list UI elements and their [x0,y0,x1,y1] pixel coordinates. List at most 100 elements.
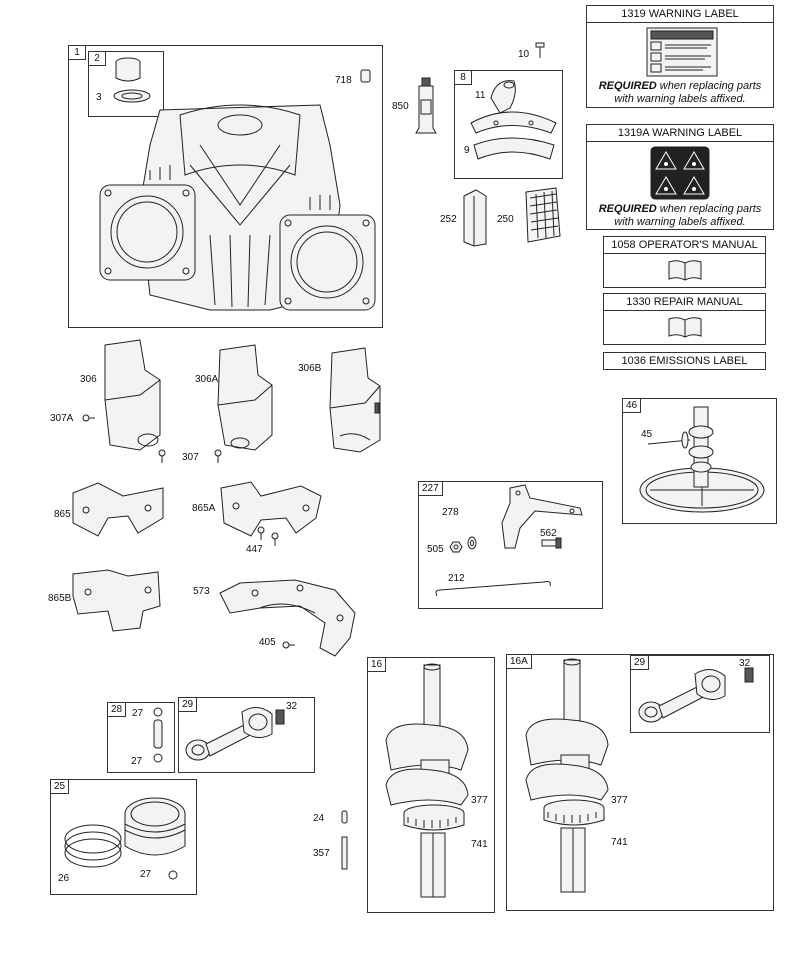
crankcase-illustration [99,104,376,311]
part-label-27-piston: 27 [140,869,152,880]
shield-306-illustration [104,339,161,451]
connecting-rod-illustration-left [185,707,285,761]
part-label-32-right: 32 [739,658,751,669]
part-label-865: 865 [54,509,71,520]
callout-tag: 227 [418,481,443,496]
part-label-306a: 306A [195,374,219,385]
crankcase-box: 1 [68,45,383,328]
warning-label-1319-box: 1319 WARNING LABEL REQUIRED when replaci… [586,5,774,108]
shield-306b-illustration [329,347,381,453]
part-label-26: 26 [58,873,70,884]
crankshaft-16a-illustration [525,658,609,893]
crankshaft-illustration [385,663,469,898]
part-label-405: 405 [259,637,276,648]
repair-manual-box: 1330 REPAIR MANUAL [603,293,766,345]
book-icon [668,317,702,338]
crankshaft-16a-box: 16A [506,654,774,911]
part-label-24: 24 [313,813,325,824]
part-label-357: 357 [313,848,330,859]
screw-562-illustration [541,537,562,549]
bushing-seal-box: 2 [88,51,164,117]
part-label-278: 278 [442,507,459,518]
warning-label-icon [646,27,718,77]
part-label-306: 306 [80,374,97,385]
bushing-illustration [113,57,151,103]
piston-rings-illustration [64,797,186,880]
part-label-505: 505 [427,544,444,555]
part-label-718: 718 [335,75,352,86]
part-label-27-bottom: 27 [131,756,143,767]
shroud-865-illustration [72,482,164,537]
connecting-rod-box-right: 29 [630,655,770,733]
piston-box: 25 [50,779,197,895]
part-label-377-right: 377 [611,795,628,806]
connecting-rod-illustration-right [638,667,754,723]
block-252-illustration [463,189,487,247]
shield-306a-illustration [217,344,273,451]
part-label-252: 252 [440,214,457,225]
repair-manual-title: 1330 REPAIR MANUAL [604,294,765,311]
callout-tag: 16A [506,654,532,669]
part-label-741-right: 741 [611,837,628,848]
baffle-573-illustration [219,579,356,657]
callout-tag: 29 [178,697,198,712]
part-label-447: 447 [246,544,263,555]
shroud-865a-illustration [220,481,322,537]
operators-manual-box: 1058 OPERATOR'S MANUAL [603,236,766,288]
governor-box: 227 [418,481,603,609]
part-label-307: 307 [182,452,199,463]
screw-307a-illustration [82,414,95,422]
key-357-illustration [341,836,348,870]
part-label-10: 10 [518,49,530,60]
part-label-377-left: 377 [471,795,488,806]
sealant-tube-illustration [415,77,437,134]
part-label-250: 250 [497,214,514,225]
screw-307-right-illustration [214,449,222,463]
callout-tag: 8 [454,70,472,85]
breather-illustration [470,80,557,160]
book-icon [668,260,702,281]
screw-10-illustration [535,42,545,58]
plug-718-illustration [360,69,371,83]
part-label-865b: 865B [48,593,72,604]
callout-tag: 46 [622,398,642,413]
part-label-3: 3 [96,92,102,103]
warning-label-1319-title: 1319 WARNING LABEL [587,6,773,23]
link-rod-212-illustration [435,581,551,597]
part-label-573: 573 [193,586,210,597]
screw-307-left-illustration [158,449,166,463]
shroud-865b-illustration [72,569,161,632]
key-24-illustration [341,810,348,824]
callout-tag: 16 [367,657,387,672]
connecting-rod-box-left: 29 [178,697,315,773]
screen-250-illustration [525,187,561,243]
part-label-9: 9 [464,145,470,156]
part-label-741-left: 741 [471,839,488,850]
part-label-562: 562 [540,528,557,539]
crankshaft-box: 16 [367,657,495,913]
piston-pin-box: 28 [107,702,175,773]
warning-label-1319a-title: 1319A WARNING LABEL [587,125,773,142]
part-label-11: 11 [475,90,486,101]
emissions-label-box: 1036 EMISSIONS LABEL [603,352,766,370]
nut-505-illustration [449,541,463,553]
screws-447-illustration [257,526,279,546]
part-label-27-top: 27 [132,708,144,719]
part-label-306b: 306B [298,363,322,374]
camshaft-illustration [639,406,765,513]
warning-label-1319a-box: 1319A WARNING LABEL REQUIRED when replac… [586,124,774,230]
callout-tag: 1 [68,45,86,60]
washer-278-illustration [467,536,477,550]
callout-tag: 28 [107,702,127,717]
callout-tag: 25 [50,779,70,794]
callout-tag: 2 [88,51,106,66]
part-label-45: 45 [641,429,653,440]
callout-tag: 29 [630,655,650,670]
emissions-label-title: 1036 EMISSIONS LABEL [621,355,748,367]
screw-405-illustration [282,641,295,649]
governor-lever-illustration [501,484,583,549]
breather-box: 8 [454,70,563,179]
part-label-212: 212 [448,573,465,584]
